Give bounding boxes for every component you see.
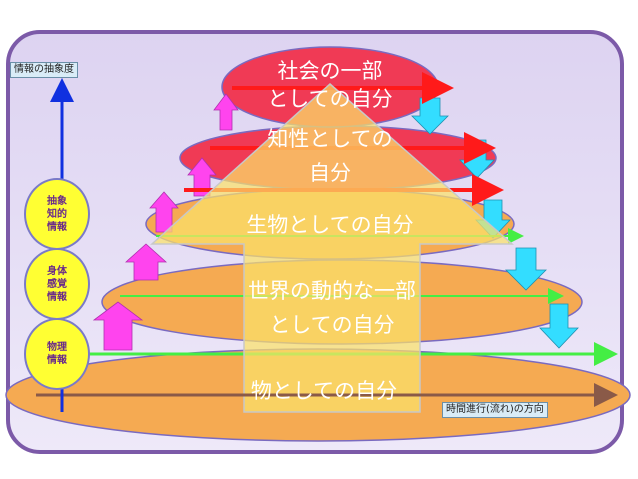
level-physical: 物理 情報 [24, 318, 90, 390]
y-axis-label: 情報の抽象度 [10, 62, 78, 78]
layer-label-physical: 物としての自分 [251, 379, 397, 403]
central-up-arrow [150, 82, 514, 413]
layer-label-society-line2: としての自分 [267, 87, 392, 111]
layer-label-world-line1: 世界の動的な一部 [248, 279, 416, 303]
level-bodily-sensory: 身体 感覚 情報 [24, 248, 90, 320]
down-arrow-icon [505, 247, 547, 291]
up-arrow-icon [92, 301, 144, 351]
down-arrow-icon [539, 303, 579, 349]
layer-label-intellect-line1: 知性としての [267, 127, 392, 151]
up-arrow-group [92, 93, 239, 351]
level-abstract-intellectual: 抽象 知的 情報 [24, 178, 90, 250]
x-axis-label: 時間進行(流れ)の方向 [442, 402, 548, 418]
up-arrow-icon [187, 157, 217, 197]
layer-label-society-line1: 社会の一部 [278, 59, 383, 83]
up-arrow-icon [124, 243, 168, 281]
layer-label-intellect-line2: 自分 [309, 161, 351, 185]
up-arrow-icon [213, 93, 239, 131]
layer-label-world-line2: としての自分 [269, 313, 394, 337]
up-arrow-icon [149, 191, 179, 233]
layer-label-biological: 生物としての自分 [246, 213, 413, 237]
